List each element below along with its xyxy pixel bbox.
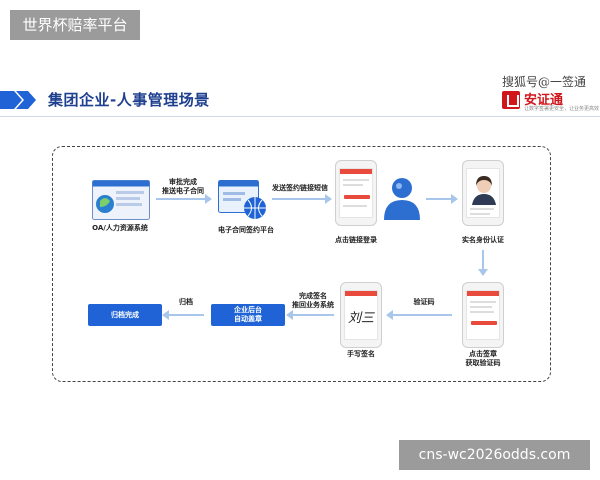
arrow-login-to-verify [426, 194, 458, 204]
edge-label-complete-sign: 完成签名 推回业务系统 [282, 292, 344, 310]
page-title: 集团企业-人事管理场景 [48, 91, 210, 109]
handwritten-signature: 刘三 [348, 311, 375, 326]
edge-label-verify-code: 验证码 [413, 298, 435, 306]
watermark-badge-top: 世界杯赔率平台 [10, 10, 140, 40]
enterprise-stamp-node: 企业后台 自动盖章 [211, 304, 285, 326]
phone-header-bar [467, 291, 499, 296]
real-name-label: 实名身份认证 [462, 236, 504, 244]
phone-text-line [470, 208, 494, 210]
handwrite-label: 手写签名 [347, 350, 375, 358]
phone-screen [466, 290, 500, 340]
header-arrow-icon [0, 91, 36, 109]
arrow-handwrite-to-stamp [286, 310, 334, 320]
edge-label-send-sms: 发送签约链接短信 [272, 184, 328, 192]
arrow-verify-to-sign [478, 250, 488, 276]
phone-text-line [343, 184, 363, 186]
arrow-stamp-to-archive [162, 310, 204, 320]
brand-logo: 搜狐号@一签通 安证通 让数字签署更安全，让业务更高效 [500, 73, 599, 112]
phone-handwrite-screen: 刘三 [340, 282, 382, 348]
section-header: 集团企业-人事管理场景 [0, 88, 600, 117]
logo-source-text: 搜狐号@一签通 [502, 75, 587, 89]
oa-system-label: OA/人力资源系统 [92, 224, 148, 232]
edge-label-archive: 归档 [179, 298, 193, 306]
phone-screen [339, 168, 373, 218]
flow-frame [52, 146, 551, 382]
arrow-econtract-to-phone [272, 194, 332, 204]
phone-action-bar [471, 321, 497, 325]
phone-screen: 刘三 [344, 290, 378, 340]
logo-mark-icon [502, 91, 520, 109]
phone-verify-screen [462, 160, 504, 226]
watermark-badge-bottom: cns-wc2026odds.com [399, 440, 590, 470]
phone-text-line [470, 213, 490, 215]
click-login-label: 点击链接登录 [335, 236, 377, 244]
phone-text-line [470, 311, 494, 313]
phone-sign-screen [462, 282, 504, 348]
econtract-platform-label: 电子合同签约平台 [218, 226, 274, 234]
phone-text-line [470, 301, 496, 303]
edge-label-approve-push: 审批完成 推送电子合同 [154, 178, 212, 196]
phone-text-line [470, 306, 492, 308]
browser-window-icon [92, 180, 150, 220]
phone-header-bar [340, 169, 372, 174]
phone-screen [466, 168, 500, 218]
arrow-sign-to-handwrite [386, 310, 452, 320]
logo-name: 安证通 [524, 93, 564, 108]
edge-label-complete-sign-text: 完成签名 推回业务系统 [292, 292, 334, 309]
user-icon [384, 178, 420, 220]
click-sign-label: 点击签章 获取验证码 [450, 350, 516, 368]
logo-tagline: 让数字签署更安全，让业务更高效 [524, 106, 600, 112]
phone-text-line [343, 205, 367, 207]
click-sign-label-text: 点击签章 获取验证码 [465, 350, 501, 367]
face-photo-icon [472, 176, 496, 205]
phone-header-bar [345, 291, 377, 296]
edge-label-approve-push-text: 审批完成 推送电子合同 [162, 178, 204, 195]
phone-login-screen [335, 160, 377, 226]
enterprise-stamp-text: 企业后台 自动盖章 [234, 306, 262, 323]
arrow-oa-to-econtract [156, 194, 212, 204]
phone-action-bar [344, 195, 370, 199]
header-divider [0, 116, 600, 117]
econtract-platform-icon [218, 180, 266, 219]
phone-text-line [343, 179, 369, 181]
archive-done-node: 归档完成 [88, 304, 162, 326]
